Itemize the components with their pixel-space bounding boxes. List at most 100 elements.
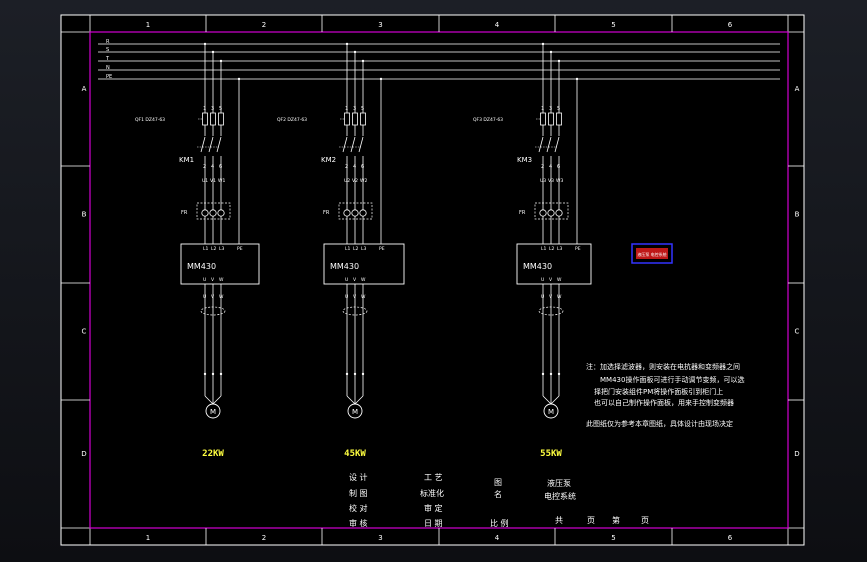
cable-label: V [211,294,215,300]
motor-lead [550,395,560,405]
cable-shield [342,306,368,316]
terminal-number: 5 [361,106,364,112]
terminal-number: 5 [219,106,222,112]
terminal-number: 1 [541,106,544,112]
contactor-contact [546,136,552,153]
drive-input-label: L1 [541,246,547,252]
contactor-out-number: 6 [361,164,364,170]
bus-junction [353,50,357,54]
wire-number: U2 [344,178,350,184]
note-line-4: 也可以自己制作操作面板，用来手控制变频器 [594,398,734,407]
tb-name-label-2: 名 [494,489,502,499]
drive-label: MM430 [330,262,359,271]
drive-input-label: L3 [219,246,225,252]
contactor-contact [216,136,222,153]
bus-junction [379,77,383,81]
relay-coil [343,209,351,217]
tb-design: 设 计 [349,472,368,482]
breaker-pole [548,112,554,126]
tb-checked: 校 对 [349,503,368,513]
cable-label: U [203,294,206,300]
column-label-top: 5 [611,21,615,29]
relay-coil [217,209,225,217]
contact-gap [541,136,545,156]
contactor-out-number: 2 [345,164,348,170]
drive-output-label: U [203,277,206,283]
drive-label: MM430 [187,262,216,271]
breaker-pole [344,112,350,126]
bus-junction [219,59,223,63]
row-label-right: D [794,450,799,458]
drive-input-label: PE [575,246,581,252]
note-line-5: 此图纸仅为参考本章图纸，具体设计由现场决定 [586,419,733,428]
contact-gap [203,136,207,156]
bus-junction [237,77,241,81]
drive-input-label: L1 [203,246,209,252]
row-label-right: C [795,328,800,336]
note-line-2: MM430操作面板可进行手动调节变频，可以选 [600,375,744,384]
terminal-dot [541,372,545,376]
motor-label: M [352,408,358,416]
drive-box [323,243,405,285]
contactor-out-number: 4 [353,164,356,170]
column-label-bottom: 4 [495,534,500,542]
breaker-label: QF2 DZ47-63 [277,117,307,123]
contactor-label: KM3 [517,156,532,164]
drive-input-label: L2 [211,246,217,252]
wire-number: U3 [540,178,546,184]
breaker-pole [360,112,366,126]
breaker-pole [352,112,358,126]
contactor-contact [350,136,356,153]
drive-output-label: V [353,277,357,283]
contact-gap [211,136,215,156]
terminal-number: 5 [557,106,560,112]
relay-coil [209,209,217,217]
tb-sheet: 第 [612,515,620,525]
motor-symbol [543,403,559,419]
terminal-number: 3 [353,106,356,112]
column-label-top: 4 [495,21,500,29]
drive-output-label: W [361,277,366,283]
motor-power: 45KW [344,449,366,459]
contact-gap [557,136,561,156]
contactor-out-number: 4 [211,164,214,170]
tb-standard: 标准化 [420,488,444,498]
bus-label: T [105,56,110,62]
relay-label: FR [181,210,188,216]
relay-label: FR [519,210,526,216]
motor-lead [542,395,552,405]
row-label-right: B [795,211,800,219]
zone-ticks [61,15,804,545]
relay-label: FR [323,210,330,216]
bus-junction [549,50,553,54]
relay-coil [555,209,563,217]
column-label-bottom: 2 [262,534,266,542]
relay-coil [539,209,547,217]
breaker-pole [556,112,562,126]
cable-label: V [549,294,553,300]
contactor-contact [200,136,206,153]
row-label-left: A [82,85,87,93]
wire-number: V1 [210,178,216,184]
contact-gap [345,136,349,156]
motor-power: 22KW [202,449,224,459]
column-label-top: 1 [146,21,150,29]
row-label-left: D [81,450,86,458]
relay-coil [547,209,555,217]
drive-box [516,243,592,285]
title-block: 设 计 制 图 校 对 审 核 工 艺 标准化 审 定 日 期 图 名 液压泵 … [349,472,649,528]
cable-label: W [361,294,366,300]
contactor-contact [208,136,214,153]
drive-label: MM430 [523,262,552,271]
cable-label: U [541,294,544,300]
cable-shield [200,306,226,316]
terminal-number: 1 [345,106,348,112]
cable-shield [538,306,564,316]
wire-number: W3 [556,178,563,184]
terminal-number: 3 [211,106,214,112]
relay-coil [201,209,209,217]
column-label-bottom: 6 [728,534,733,542]
